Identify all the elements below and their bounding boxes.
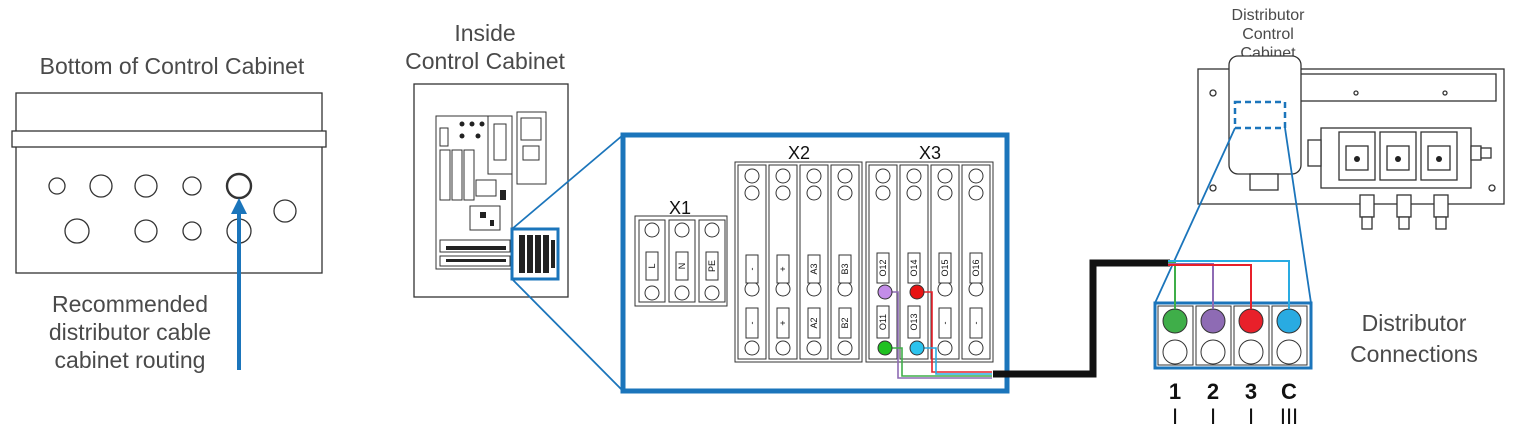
x2-top-4: B3 bbox=[840, 263, 850, 274]
bottom-cabinet-title: Bottom of Control Cabinet bbox=[39, 53, 305, 79]
terminal-block-x1 bbox=[634, 215, 728, 307]
terminal-1-mark: I bbox=[1172, 404, 1178, 429]
o13-dot bbox=[909, 340, 925, 356]
x3-bottom-3: - bbox=[940, 322, 950, 325]
distributor-connections-line1: Distributor bbox=[1361, 310, 1467, 336]
recommended-routing-line2: distributor cable bbox=[48, 319, 212, 345]
connection-wires bbox=[1168, 260, 1290, 309]
x3-bottom-4: - bbox=[971, 322, 981, 325]
terminal-1-number: 1 bbox=[1169, 379, 1181, 404]
x3-top-4: O16 bbox=[971, 259, 981, 276]
terminal-3-mark: I bbox=[1248, 404, 1254, 429]
distributor-connections-label: Distributor Connections bbox=[1316, 308, 1512, 370]
terminal-c-dot bbox=[1276, 308, 1302, 334]
distributor-cable bbox=[993, 259, 1170, 378]
x2-top-2: + bbox=[778, 266, 788, 271]
o12-dot bbox=[877, 284, 893, 300]
x1-terminal-n: N bbox=[677, 263, 687, 270]
inside-cabinet-title: Inside Control Cabinet bbox=[372, 19, 598, 75]
x3-top-2: O14 bbox=[909, 259, 919, 276]
x2-title: X2 bbox=[788, 143, 810, 163]
inside-cabinet-title-line1: Inside bbox=[454, 20, 516, 46]
x3-bottom-1: O11 bbox=[878, 314, 888, 330]
x2-bottom-3: A2 bbox=[809, 317, 819, 328]
terminal-block-x2 bbox=[734, 161, 863, 363]
inside-cabinet bbox=[413, 83, 569, 298]
x2-bottom-1: - bbox=[747, 322, 757, 325]
terminal-3-dot bbox=[1238, 308, 1264, 334]
terminal-3-number: 3 bbox=[1245, 379, 1257, 404]
o11-dot bbox=[877, 340, 893, 356]
distributor-zoom-marker bbox=[1233, 100, 1287, 130]
x2-top-3: A3 bbox=[809, 263, 819, 274]
x2-bottom-2: + bbox=[778, 320, 788, 325]
x3-top-1: O12 bbox=[878, 259, 888, 276]
bottom-cabinet bbox=[11, 92, 327, 274]
wire-dots bbox=[877, 284, 925, 356]
terminal-c-mark: III bbox=[1280, 404, 1298, 429]
zoom-lines-right bbox=[1154, 127, 1312, 304]
recommended-routing-label: Recommended distributor cable cabinet ro… bbox=[10, 290, 250, 374]
connection-terminals bbox=[1157, 305, 1308, 366]
x1-title: X1 bbox=[669, 198, 691, 218]
zoom-lines-left bbox=[511, 134, 624, 392]
terminal-2-mark: I bbox=[1210, 404, 1216, 429]
terminal-1-dot bbox=[1162, 308, 1188, 334]
x1-terminal-pe: PE bbox=[707, 260, 717, 272]
terminal-block-x3 bbox=[865, 161, 994, 363]
terminal-2-number: 2 bbox=[1207, 379, 1219, 404]
terminal-c-number: C bbox=[1281, 379, 1297, 404]
x2-bottom-4: B2 bbox=[840, 317, 850, 328]
distributor-cabinet-line2: Control bbox=[1242, 26, 1294, 43]
recommended-routing-line3: cabinet routing bbox=[54, 347, 206, 373]
distributor-connections-line2: Connections bbox=[1350, 341, 1478, 367]
inside-cabinet-title-line2: Control Cabinet bbox=[405, 48, 565, 74]
x3-title: X3 bbox=[919, 143, 941, 163]
x3-top-3: O15 bbox=[940, 259, 950, 276]
distributor-cabinet-line1: Distributor bbox=[1231, 7, 1305, 24]
x2-top-1: - bbox=[747, 268, 757, 271]
o14-dot bbox=[909, 284, 925, 300]
recommended-routing-line1: Recommended bbox=[52, 291, 208, 317]
terminal-2-dot bbox=[1200, 308, 1226, 334]
x1-terminal-l: L bbox=[647, 263, 657, 268]
distributor-cabinet bbox=[1197, 55, 1505, 230]
routing-arrow bbox=[231, 198, 247, 370]
x3-bottom-2: O13 bbox=[909, 313, 919, 330]
